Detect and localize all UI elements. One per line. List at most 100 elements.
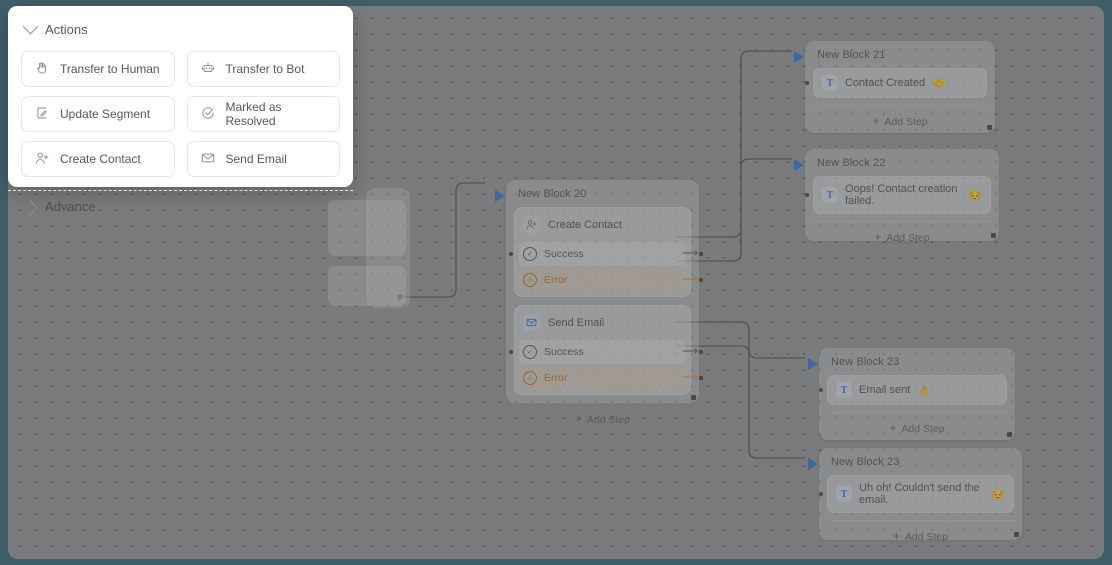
message-step[interactable]: T Oops! Contact creation failed. 😔 <box>805 176 991 214</box>
text-icon: T <box>822 187 838 203</box>
add-step-button[interactable]: + Add Step <box>813 221 991 244</box>
branch-arrow-icon: ⟶ <box>682 247 698 260</box>
chevron-right-icon[interactable] <box>22 199 39 216</box>
action-group-create-contact[interactable]: Create Contact ✓ Success ⟶ ⚠ Error ⟶ <box>509 207 703 297</box>
branch-label: Success <box>544 248 584 260</box>
branch-arrow-icon: ⟶ <box>682 345 698 358</box>
message-text: Uh oh! Couldn't send the email. <box>859 482 980 506</box>
plus-icon: + <box>892 529 900 543</box>
branch-output-port[interactable] <box>699 376 703 380</box>
message-emoji: 👌 <box>917 384 932 397</box>
actions-grid: Transfer to Human Transfer to Bot <box>21 51 340 177</box>
person-add-icon <box>523 216 540 233</box>
partial-node-step-b <box>328 266 406 306</box>
partial-node-left[interactable] <box>328 188 410 308</box>
actions-panel-title: Actions <box>45 22 88 37</box>
person-add-icon <box>35 151 49 168</box>
action-marked-as-resolved-button[interactable]: Marked as Resolved <box>186 96 340 132</box>
edit-note-icon <box>35 106 49 123</box>
action-group-name: Send Email <box>548 316 605 329</box>
block-output-port[interactable] <box>987 125 992 130</box>
flow-block-new-block-23-b[interactable]: New Block 23 T Uh oh! Couldn't send the … <box>808 448 1022 543</box>
input-port-arrow-icon <box>808 358 818 370</box>
message-text: Oops! Contact creation failed. <box>845 183 958 207</box>
actions-panel-header[interactable]: Actions <box>21 18 340 51</box>
plus-icon: + <box>874 230 882 244</box>
error-circle-icon: ⚠ <box>523 273 537 287</box>
branch-arrow-icon: ⟶ <box>682 273 698 286</box>
block-output-port[interactable] <box>691 395 696 400</box>
step-bullet <box>805 81 809 85</box>
message-emoji: 😔 <box>968 189 982 202</box>
action-label: Marked as Resolved <box>225 100 282 128</box>
action-label: Transfer to Human <box>60 62 160 76</box>
branch-success[interactable]: ✓ Success ⟶ <box>509 340 703 364</box>
check-circle-icon: ✓ <box>523 247 537 261</box>
input-port-arrow-icon <box>808 458 818 470</box>
message-step[interactable]: T Email sent 👌 <box>819 375 1007 405</box>
block-title: New Block 23 <box>831 356 900 368</box>
action-send-email-button[interactable]: Send Email <box>186 141 340 177</box>
robot-icon <box>201 61 215 78</box>
flow-block-new-block-21[interactable]: New Block 21 T Contact Created 🤝 +Add St… <box>794 41 995 133</box>
action-transfer-to-human-button[interactable]: Transfer to Human <box>21 51 175 87</box>
message-text: Contact Created <box>845 77 926 89</box>
block-output-port[interactable] <box>1014 532 1019 537</box>
message-text: Email sent <box>859 384 911 396</box>
block-output-port[interactable] <box>991 233 996 238</box>
message-step[interactable]: T Contact Created 🤝 <box>805 68 987 98</box>
add-step-label: Add Step <box>886 232 930 244</box>
check-circle-icon: ✓ <box>523 345 537 359</box>
action-transfer-to-bot-button[interactable]: Transfer to Bot <box>186 51 340 87</box>
input-port-arrow-icon <box>794 51 804 63</box>
add-step-button[interactable]: + Add Step <box>827 412 1007 435</box>
text-icon: T <box>836 486 852 502</box>
message-step[interactable]: T Uh oh! Couldn't send the email. 😔 <box>819 475 1014 513</box>
branch-error[interactable]: ⚠ Error ⟶ <box>519 366 703 390</box>
plus-icon: + <box>872 114 880 128</box>
action-group-header: Create Contact <box>519 212 686 240</box>
branch-error[interactable]: ⚠ Error ⟶ <box>519 268 703 292</box>
envelope-icon <box>523 314 540 331</box>
branch-label: Success <box>544 346 584 358</box>
branch-output-port[interactable] <box>699 350 703 354</box>
message-emoji: 🤝 <box>932 77 946 90</box>
block-output-port[interactable] <box>1007 432 1012 437</box>
advance-section-header[interactable]: Advance <box>8 192 353 220</box>
action-label: Transfer to Bot <box>225 62 305 76</box>
panel-divider <box>8 190 353 191</box>
error-circle-icon: ⚠ <box>523 371 537 385</box>
message-emoji: 😔 <box>991 488 1005 501</box>
branch-success[interactable]: ✓ Success ⟶ <box>509 242 703 266</box>
branch-output-port[interactable] <box>699 252 703 256</box>
flow-block-new-block-23-a[interactable]: New Block 23 T Email sent 👌 + Add Step <box>808 348 1015 440</box>
action-label: Update Segment <box>60 107 151 121</box>
action-group-header: Send Email <box>519 310 686 338</box>
branch-arrow-icon: ⟶ <box>682 371 698 384</box>
plus-icon: + <box>574 412 582 426</box>
flow-block-new-block-20[interactable]: New Block 20 Create Contact ✓ <box>495 180 703 426</box>
add-step-label: Add Step <box>901 423 945 435</box>
add-step-label: Add Step <box>904 531 949 543</box>
action-label: Create Contact <box>60 152 141 166</box>
add-step-button[interactable]: + Add Step <box>827 520 1014 543</box>
action-create-contact-button[interactable]: Create Contact <box>21 141 175 177</box>
partial-node-step-a <box>328 200 406 256</box>
check-circle-icon <box>201 106 215 123</box>
add-step-label: Add Step <box>586 414 631 426</box>
flow-block-new-block-22[interactable]: New Block 22 T Oops! Contact creation fa… <box>794 149 999 244</box>
hand-icon <box>35 61 49 78</box>
action-group-send-email[interactable]: Send Email ✓ Success ⟶ ⚠ Error ⟶ <box>509 305 703 395</box>
text-icon: T <box>822 75 838 91</box>
input-port-arrow-icon <box>794 159 804 171</box>
text-icon: T <box>836 382 852 398</box>
plus-icon: + <box>889 421 897 435</box>
branch-output-port[interactable] <box>699 278 703 282</box>
add-step-button[interactable]: + Add Step <box>514 403 691 426</box>
add-step-button[interactable]: + Add Step <box>813 105 987 128</box>
chevron-down-icon[interactable] <box>22 18 39 35</box>
action-label: Send Email <box>225 152 287 166</box>
action-update-segment-button[interactable]: Update Segment <box>21 96 175 132</box>
add-step-label: Add Step <box>884 116 928 128</box>
